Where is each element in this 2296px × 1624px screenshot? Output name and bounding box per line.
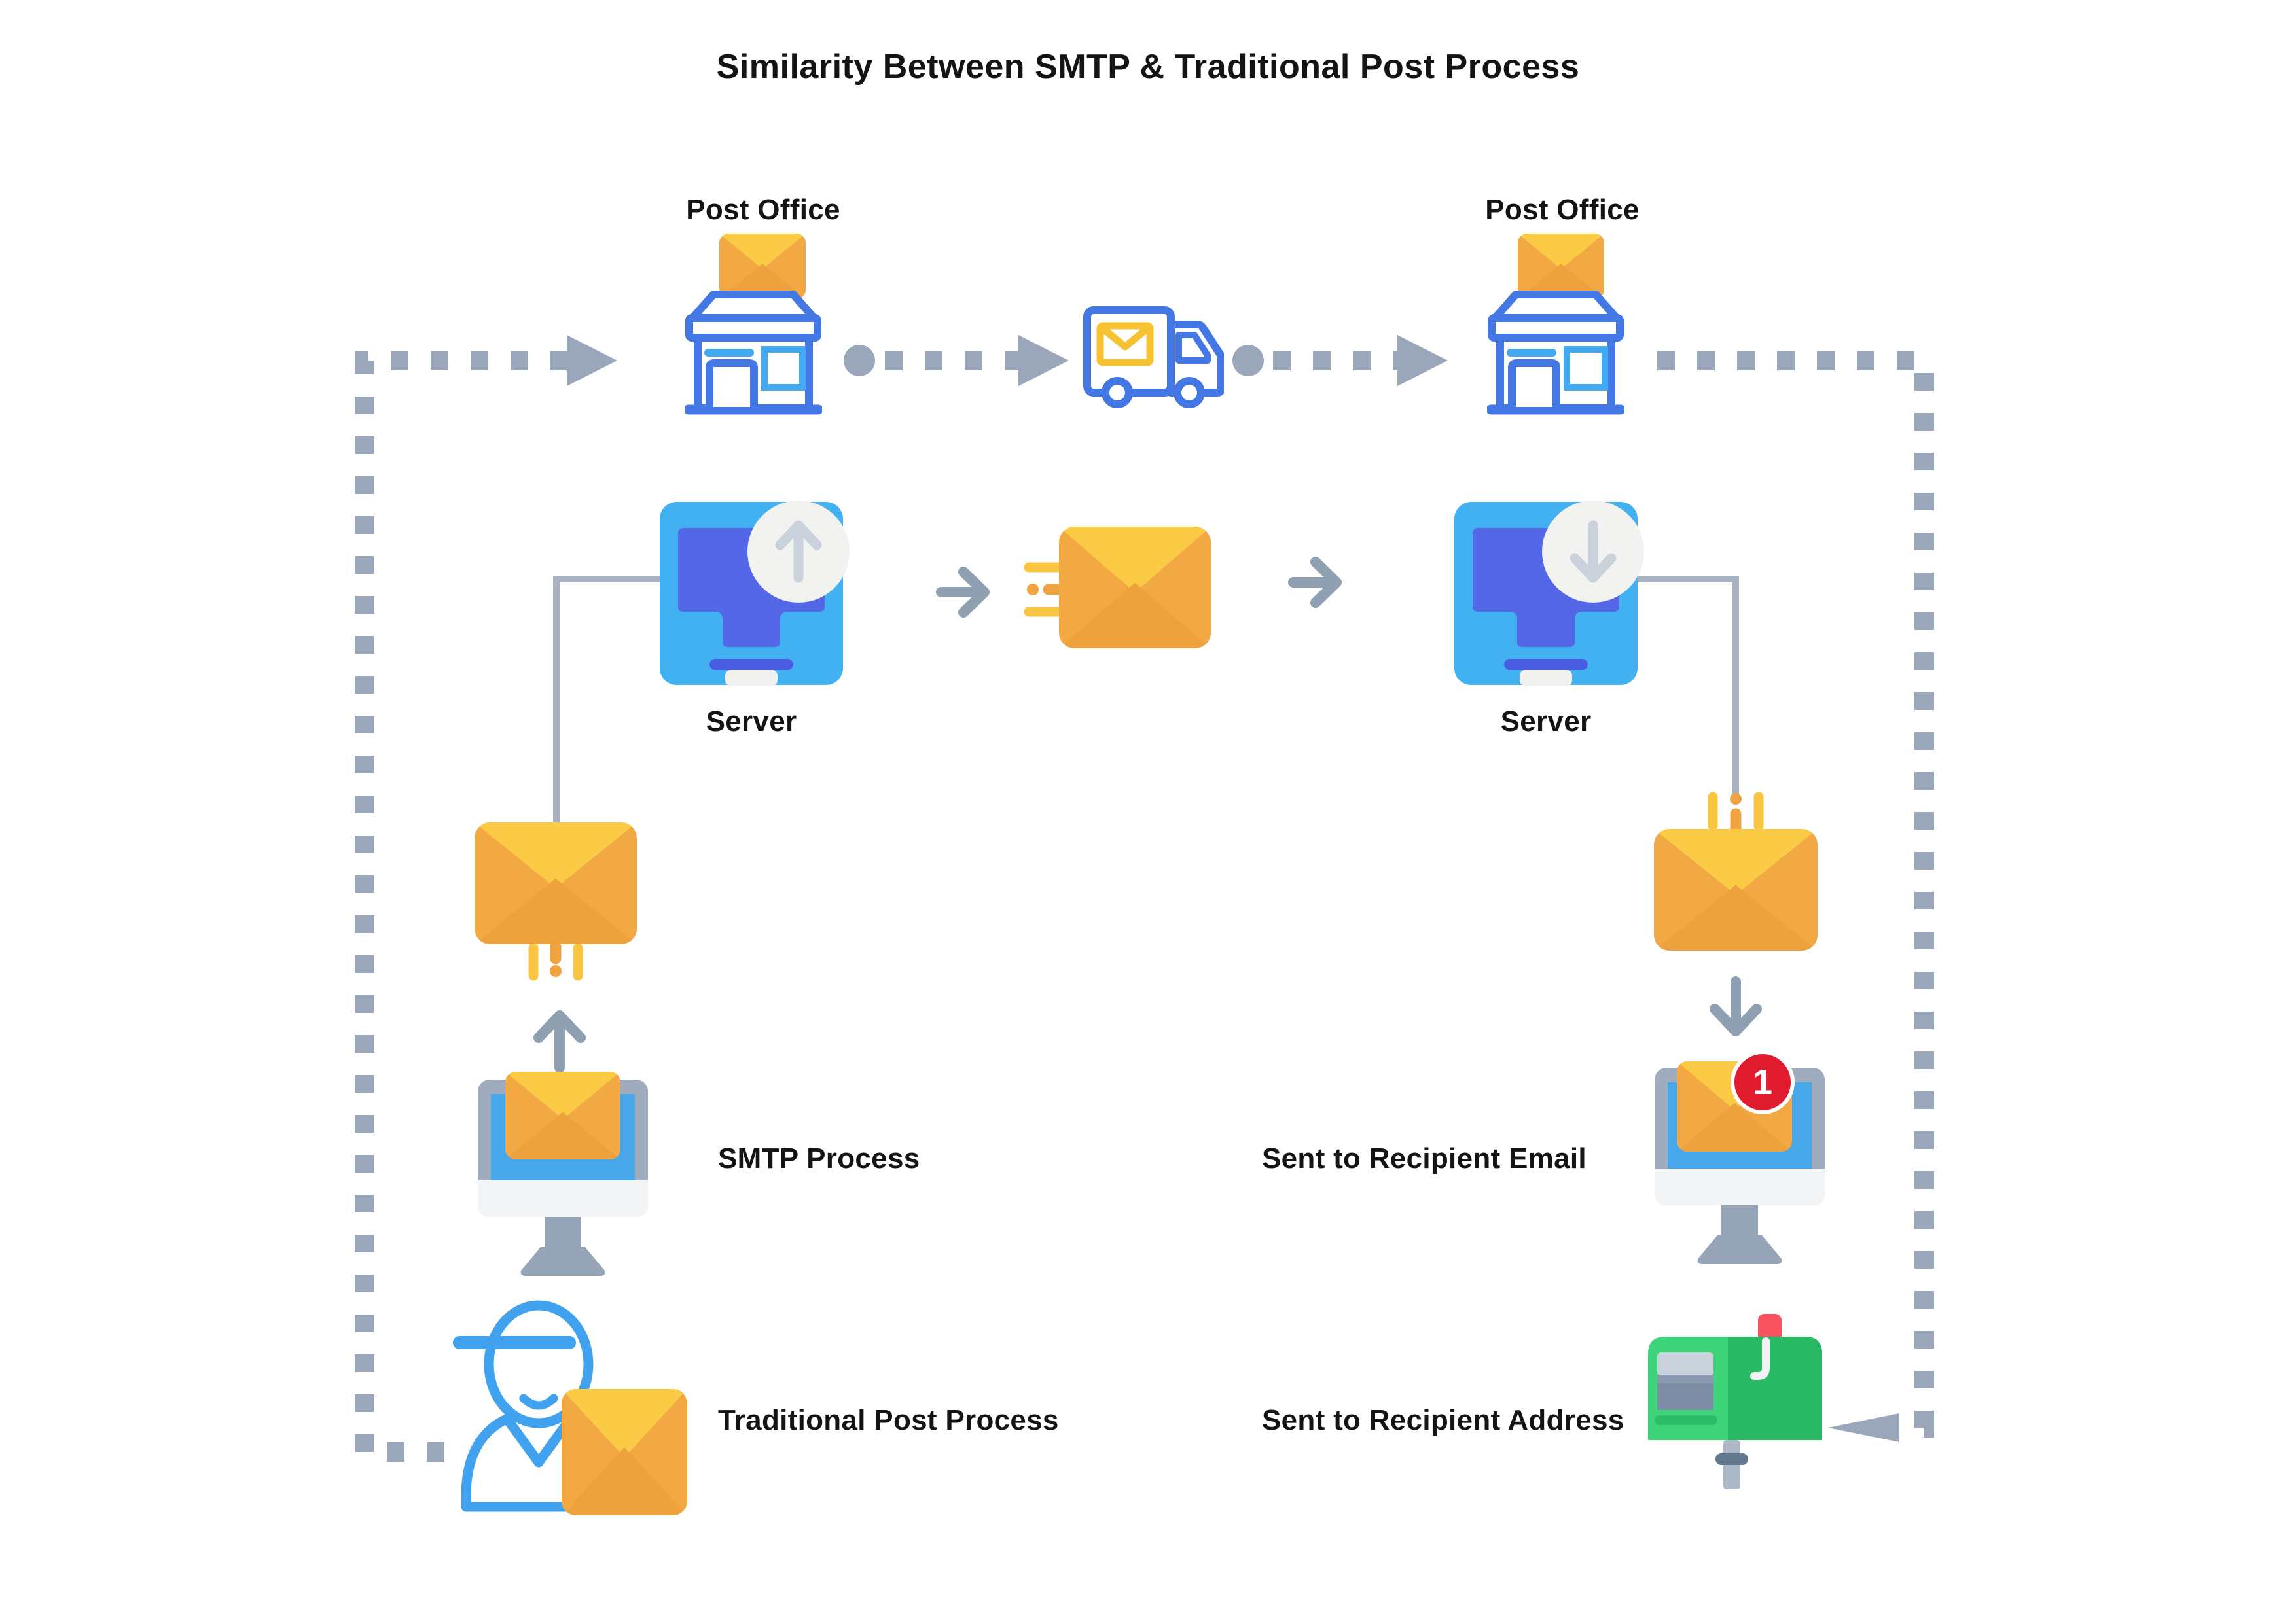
post-office-icon: [685, 291, 822, 415]
server-upload-icon: [660, 501, 850, 686]
mailbox-icon: [1648, 1314, 1822, 1489]
page-title: Similarity Between SMTP & Traditional Po…: [716, 48, 1580, 86]
speed-dot: [550, 965, 562, 977]
dashed-route-right: [1657, 351, 1934, 1438]
notification-badge: 1: [1731, 1050, 1795, 1114]
smtp-process-label: SMTP Process: [718, 1142, 920, 1174]
flow-dot: [844, 345, 875, 376]
recipient-address-label: Sent to Recipient Address: [1262, 1404, 1624, 1436]
mail-truck-icon: [1083, 306, 1224, 408]
traditional-post-label: Traditional Post Process: [718, 1404, 1059, 1436]
flow-dot: [1232, 345, 1264, 376]
arrow-right-icon: [1018, 335, 1069, 386]
envelope-icon: [505, 1072, 620, 1159]
arrow-right-icon: [1397, 335, 1448, 386]
recipient-email-label: Sent to Recipient Email: [1262, 1142, 1587, 1174]
arrow-up-icon: [533, 1010, 586, 1073]
arrow-down-icon: [1710, 976, 1762, 1036]
connector-envelope-to-server-left: [553, 576, 661, 826]
envelope-icon: [475, 822, 637, 944]
speed-dot: [1730, 793, 1742, 805]
server-right-label: Server: [1500, 705, 1592, 737]
post-office-left-label: Post Office: [686, 194, 840, 226]
connector-server-to-envelope-right: [1636, 576, 1739, 802]
arrow-left-icon: [1828, 1413, 1899, 1442]
post-office-icon: [1487, 291, 1624, 415]
speed-dot: [1027, 584, 1039, 595]
arrow-right-icon: [567, 335, 617, 386]
envelope-icon: [1059, 527, 1211, 648]
post-office-right-label: Post Office: [1485, 194, 1640, 226]
arrow-right-icon: [936, 567, 990, 618]
server-left-label: Server: [706, 705, 797, 737]
arrow-right-icon: [1288, 557, 1342, 608]
server-download-icon: [1454, 501, 1644, 686]
envelope-icon: [562, 1389, 687, 1515]
envelope-icon: [1654, 829, 1818, 951]
